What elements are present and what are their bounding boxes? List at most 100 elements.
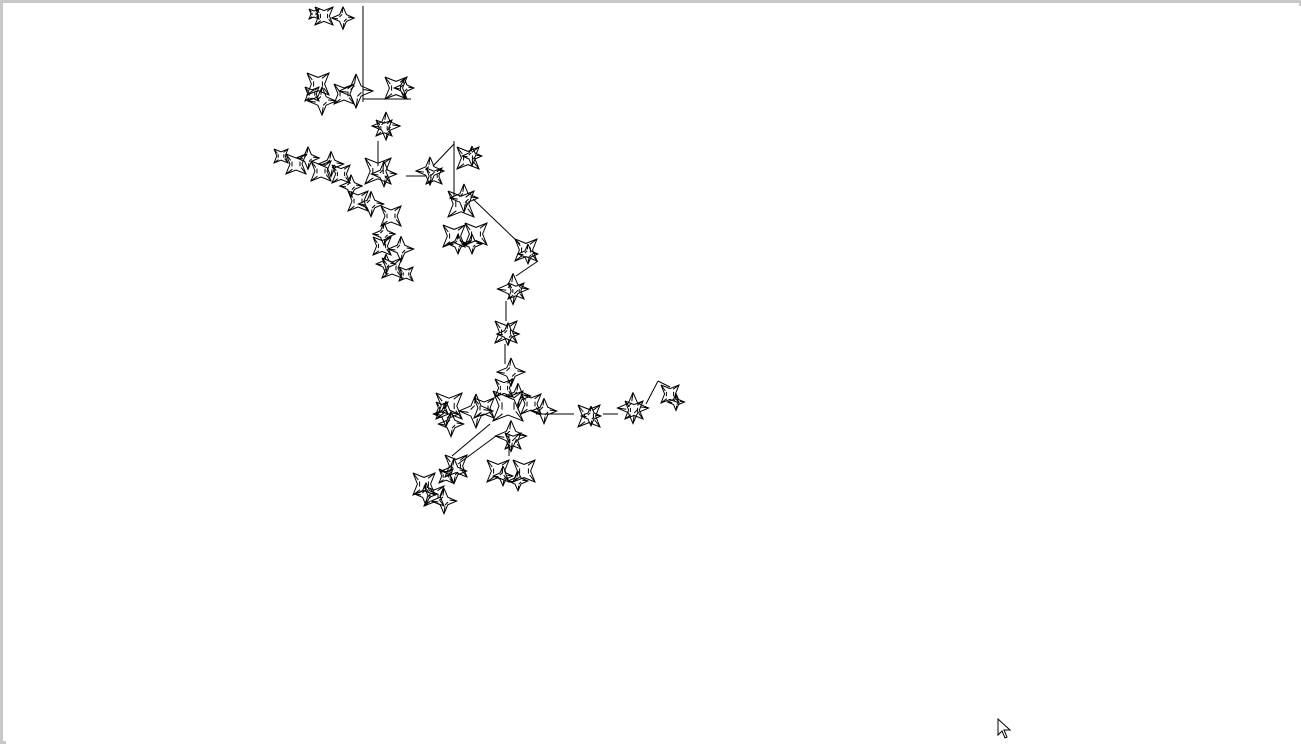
fractal-segment	[507, 294, 514, 300]
fractal-segment	[423, 500, 431, 507]
fractal-segment	[336, 162, 344, 165]
fractal-segment	[381, 272, 389, 279]
fractal-segment	[316, 15, 320, 20]
fractal-segment	[471, 248, 474, 254]
fractal-segment	[473, 161, 480, 170]
fractal-segment	[304, 154, 308, 158]
fractal-segment	[531, 410, 539, 413]
fractal-segment	[314, 86, 320, 91]
fractal-segment	[459, 454, 468, 461]
fractal-segment	[507, 282, 513, 289]
fractal-segment	[508, 334, 512, 338]
fractal-drawing	[273, 6, 686, 515]
fractal-segment	[380, 205, 387, 213]
fractal-segment	[492, 413, 503, 422]
fractal-segment	[544, 411, 549, 416]
fractal-segment	[404, 88, 408, 92]
fractal-segment	[517, 485, 520, 491]
fractal-segment	[399, 236, 402, 244]
fractal-segment	[339, 14, 343, 18]
fractal-segment	[398, 266, 403, 272]
fractal-segment	[320, 86, 323, 95]
fractal-segment	[438, 479, 444, 484]
fractal-segment	[383, 238, 386, 246]
fractal-segment	[511, 273, 514, 283]
fractal-segment	[577, 404, 584, 413]
fractal-segment	[347, 190, 354, 198]
fractal-segment	[371, 173, 379, 176]
fractal-segment	[486, 459, 493, 468]
fractal-segment	[512, 476, 521, 483]
fractal-segment	[326, 159, 331, 164]
fractal-segment	[595, 414, 601, 417]
fractal-segment	[384, 234, 388, 238]
fractal-segment	[348, 97, 355, 105]
fractal-segment	[638, 412, 644, 420]
fractal-segment	[394, 87, 400, 90]
fractal-segment	[357, 92, 362, 97]
fractal-segment	[516, 471, 519, 477]
fractal-segment	[444, 409, 449, 415]
fractal-segment	[456, 234, 459, 240]
fractal-segment	[310, 175, 318, 182]
fractal-segment	[676, 402, 680, 406]
fractal-segment	[389, 172, 397, 175]
fractal-segment	[350, 85, 355, 90]
fractal-segment	[330, 169, 333, 177]
fractal-segment	[300, 167, 307, 175]
fractal-segment	[516, 443, 522, 450]
fractal-segment	[458, 410, 469, 413]
fractal-segment	[443, 506, 446, 514]
fractal-segment	[333, 98, 341, 105]
fractal-segment	[363, 89, 374, 92]
fractal-segment	[476, 242, 482, 245]
fractal-segment	[384, 254, 387, 260]
fractal-segment	[403, 92, 406, 98]
fractal-segment	[324, 160, 332, 167]
fractal-segment	[506, 367, 511, 372]
fractal-segment	[343, 18, 347, 22]
fractal-segment	[318, 163, 326, 166]
fractal-segment	[379, 169, 384, 174]
fractal-segment	[512, 459, 519, 468]
fractal-segment	[442, 488, 445, 496]
fractal-segment	[587, 412, 591, 416]
fractal-segment	[517, 370, 526, 373]
fractal-segment	[508, 480, 514, 483]
fractal-segment	[672, 398, 676, 402]
fractal-segment	[463, 204, 466, 213]
fractal-segment	[472, 156, 476, 160]
fractal-segment	[624, 414, 632, 420]
fractal-segment	[388, 248, 396, 251]
fractal-segment	[506, 322, 509, 330]
fractal-segment	[506, 470, 530, 493]
fractal-segment	[507, 474, 513, 477]
fractal-segment	[504, 444, 511, 450]
fractal-segment	[453, 476, 456, 484]
fractal-segment	[380, 230, 384, 234]
fractal-segment	[542, 398, 545, 406]
fractal-segment	[496, 371, 505, 374]
fractal-segment	[616, 392, 650, 425]
fractal-segment	[456, 146, 463, 155]
fractal-segment	[660, 398, 668, 404]
fractal-segment	[464, 222, 471, 231]
fractal-segment	[488, 411, 495, 419]
fractal-segment	[462, 183, 465, 192]
fractal-segment	[322, 101, 327, 106]
fractal-segment	[422, 490, 426, 494]
fractal-segment	[333, 83, 340, 91]
fractal-segment	[372, 250, 380, 256]
fractal-segment	[451, 423, 491, 457]
drawing-canvas[interactable]	[6, 6, 1301, 744]
fractal-segment	[351, 186, 355, 190]
fractal-segment	[441, 409, 446, 414]
fractal-segment	[457, 224, 466, 231]
fractal-segment	[347, 16, 355, 19]
fractal-segment	[679, 400, 685, 403]
fractal-segment	[503, 476, 507, 480]
fractal-segment	[468, 240, 472, 244]
fractal-segment	[510, 442, 513, 452]
fractal-segment	[494, 378, 500, 386]
fractal-segment	[675, 405, 678, 411]
